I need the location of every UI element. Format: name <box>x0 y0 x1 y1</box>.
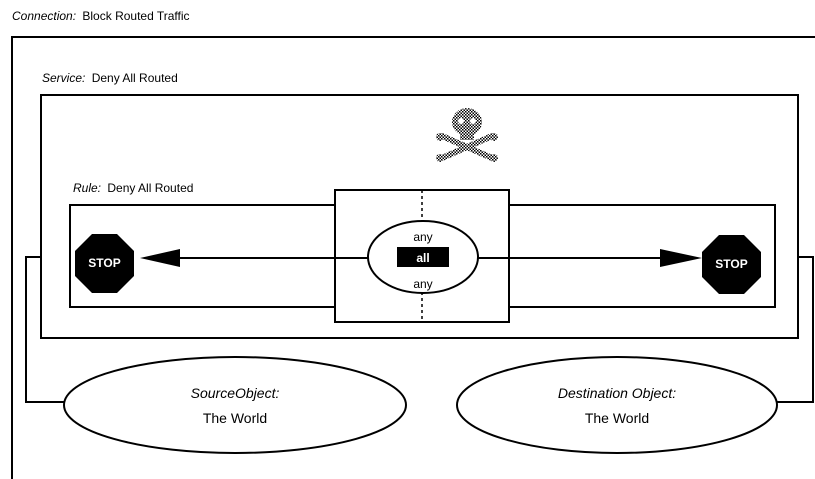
stop-sign-icon <box>702 235 761 294</box>
filter-bottom-any: any <box>413 277 432 291</box>
service-label: Service: <box>42 71 85 85</box>
service-box <box>40 94 799 339</box>
source-object-value: The World <box>203 410 267 426</box>
source-connector <box>25 256 64 403</box>
destination-object-label: Destination Object: <box>558 385 676 401</box>
connection-label: Connection: <box>12 9 76 23</box>
stop-sign-left: STOP <box>75 234 134 293</box>
connection-title: Connection: Block Routed Traffic <box>12 9 190 23</box>
connection-frame <box>11 36 815 479</box>
stop-sign-icon <box>75 234 134 293</box>
filter-all-label: all <box>416 251 429 265</box>
left-arrowhead-icon <box>140 249 180 267</box>
destination-connector <box>776 256 814 403</box>
rule-label: Rule: <box>73 181 101 195</box>
service-value: Deny All Routed <box>92 71 178 85</box>
stop-right-label: STOP <box>715 257 747 271</box>
right-arrowhead-icon <box>660 249 702 267</box>
service-title: Service: Deny All Routed <box>42 71 178 85</box>
destination-object-ellipse <box>456 356 778 454</box>
destination-object-value: The World <box>585 410 649 426</box>
skull-crossbones-icon <box>436 108 498 162</box>
filter-top-any: any <box>413 230 432 244</box>
filter-all-badge <box>397 247 449 267</box>
stop-left-label: STOP <box>88 256 120 270</box>
stop-sign-right: STOP <box>702 235 761 294</box>
connection-value: Block Routed Traffic <box>82 9 189 23</box>
source-object-ellipse <box>63 356 407 454</box>
rule-value: Deny All Routed <box>107 181 193 195</box>
rule-title: Rule: Deny All Routed <box>73 181 193 195</box>
source-object-label: SourceObject: <box>191 385 280 401</box>
